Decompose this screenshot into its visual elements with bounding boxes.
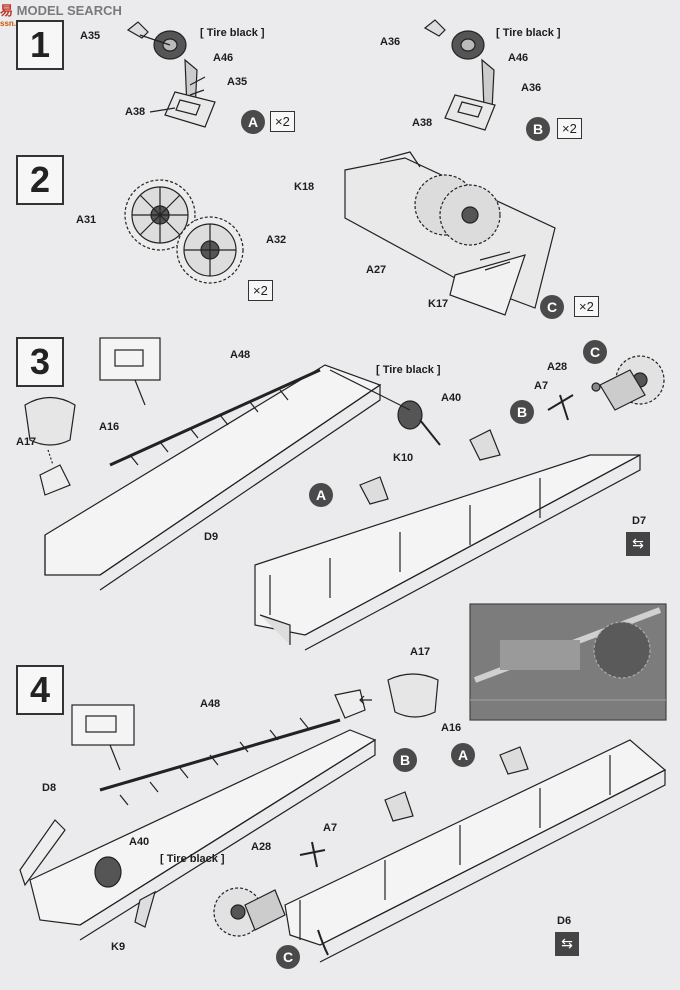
subassembly-badge-b: B bbox=[510, 400, 534, 424]
part-label: A35 bbox=[227, 76, 248, 88]
subassembly-badge-b: B bbox=[393, 748, 417, 772]
reference-photo bbox=[469, 603, 667, 721]
tire-black-note: [ Tire black ] bbox=[496, 27, 561, 39]
tire-black-note: [ Tire black ] bbox=[200, 27, 265, 39]
part-label: A40 bbox=[129, 836, 150, 848]
quantity-multiplier: ×2 bbox=[248, 280, 273, 301]
tire-black-note: [ Tire black ] bbox=[160, 853, 225, 865]
subassembly-badge-c: C bbox=[540, 295, 564, 319]
quantity-multiplier: ×2 bbox=[557, 118, 582, 139]
part-label: A32 bbox=[266, 234, 287, 246]
part-label: K18 bbox=[294, 181, 315, 193]
part-label: D6 bbox=[557, 915, 572, 927]
watermark-text: MODEL SEARCH bbox=[16, 3, 122, 18]
part-label: D8 bbox=[42, 782, 57, 794]
step2-sprockets bbox=[124, 179, 244, 284]
part-label: A40 bbox=[441, 392, 462, 404]
part-label: A27 bbox=[366, 264, 387, 276]
part-label: K10 bbox=[393, 452, 414, 464]
part-label: D9 bbox=[204, 531, 219, 543]
part-label: A28 bbox=[251, 841, 272, 853]
part-label: A16 bbox=[441, 722, 462, 734]
step2-drive-housing bbox=[344, 151, 556, 316]
step-number-4: 4 bbox=[16, 665, 64, 715]
part-label: A35 bbox=[80, 30, 101, 42]
step-number-2: 2 bbox=[16, 155, 64, 205]
subassembly-badge-a: A bbox=[451, 743, 475, 767]
part-label: A16 bbox=[99, 421, 120, 433]
part-label: A28 bbox=[547, 361, 568, 373]
step3-right-hull bbox=[254, 355, 665, 651]
part-label: A31 bbox=[76, 214, 97, 226]
tire-black-note: [ Tire black ] bbox=[376, 364, 441, 376]
part-label: D7 bbox=[632, 515, 647, 527]
subassembly-badge-b: B bbox=[526, 117, 550, 141]
part-label: A7 bbox=[323, 822, 338, 834]
part-label: A38 bbox=[412, 117, 433, 129]
part-label: A7 bbox=[534, 380, 549, 392]
part-label: A17 bbox=[410, 646, 431, 658]
quantity-multiplier: ×2 bbox=[574, 296, 599, 317]
part-label: A17 bbox=[16, 436, 37, 448]
watermark-brand: 易 bbox=[0, 3, 14, 18]
subassembly-badge-a: A bbox=[309, 483, 333, 507]
step-number-3: 3 bbox=[16, 337, 64, 387]
step4-left-hull bbox=[19, 673, 439, 941]
step1-right-assembly bbox=[423, 19, 496, 131]
step4-right-hull bbox=[213, 739, 667, 963]
step-number-1: 1 bbox=[16, 20, 64, 70]
flip-icon: ⇆ bbox=[555, 932, 579, 956]
part-label: A46 bbox=[213, 52, 234, 64]
part-label: A46 bbox=[508, 52, 529, 64]
part-label: A48 bbox=[230, 349, 251, 361]
part-label: A38 bbox=[125, 106, 146, 118]
subassembly-badge-c: C bbox=[583, 340, 607, 364]
subassembly-badge-c: C bbox=[276, 945, 300, 969]
part-label: A48 bbox=[200, 698, 221, 710]
part-label: A36 bbox=[380, 36, 401, 48]
flip-icon: ⇆ bbox=[626, 532, 650, 556]
subassembly-badge-a: A bbox=[241, 110, 265, 134]
step1-left-assembly bbox=[126, 21, 216, 128]
part-label: K17 bbox=[428, 298, 449, 310]
part-label: K9 bbox=[111, 941, 126, 953]
part-label: A36 bbox=[521, 82, 542, 94]
step3-left-hull bbox=[24, 337, 382, 591]
quantity-multiplier: ×2 bbox=[270, 111, 295, 132]
